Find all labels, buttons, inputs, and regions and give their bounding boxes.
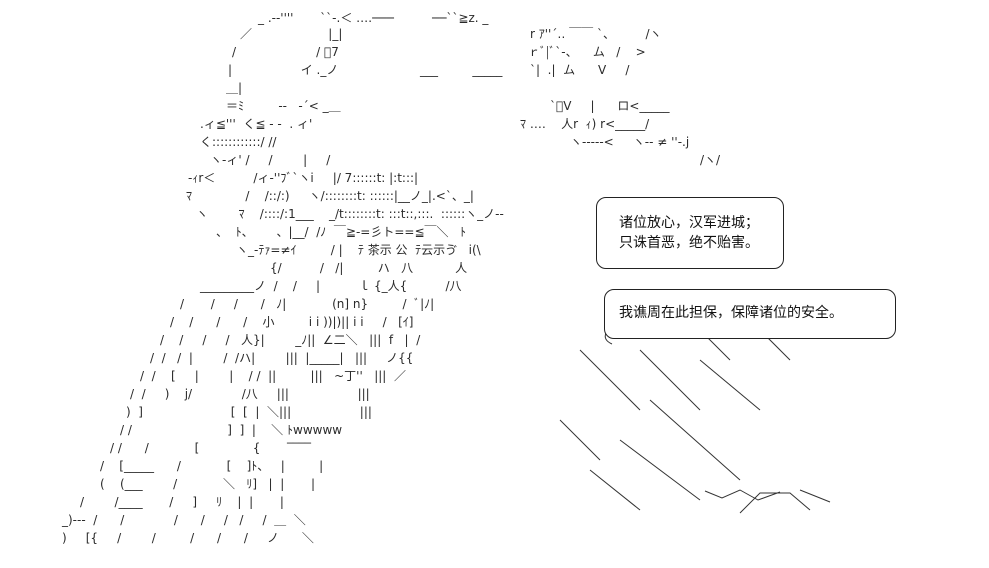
- ascii-art-line: / / ] ] | ＼ ﾄwwwww: [120, 423, 343, 437]
- ascii-art-line: ／ |_|: [240, 27, 343, 41]
- ascii-art-line: .ィ≦''' く≦ ‐ ‐ . ィ': [200, 117, 313, 131]
- ascii-art-line: / /____ / ] ﾘ | | |: [80, 495, 284, 509]
- ascii-art-line: ﾏ / /::/:) ヽ/::::::::t: ::::::|__ノ_|.<`、…: [186, 189, 474, 203]
- ascii-art-line: _)‐‐‐ / / / / / / / ＿ ＼: [62, 513, 306, 527]
- ascii-art-line: / / ) j/ /八 ||| |||: [130, 387, 370, 401]
- speech-bubble-2: 我谯周在此担保，保障诸位的安全。: [604, 289, 896, 339]
- ascii-art-line: く::::::::::::/ //: [200, 135, 277, 149]
- ascii-art-line: ヽ ﾏ /::::/:1___ _/t::::::::t: :::t::,:::…: [196, 207, 504, 221]
- speech-bubble-1: 诸位放心，汉军进城； 只诛首恶，绝不贻害。: [596, 197, 784, 269]
- ascii-art-line: _ .-‐'''' ``‐.＜ ‥‥─── ──``≧z. _: [258, 11, 489, 25]
- ascii-art-line: ﾏ ‥‥ 人r ｨ) r<_____/: [520, 117, 650, 131]
- ascii-art-line: / [_____ / [ ]ﾄ、 | |: [100, 459, 324, 473]
- ascii-art-line: _________ノ / / | ｌ {_人{ /八: [200, 279, 462, 293]
- ascii-art-line: / / / [ { ‾‾‾‾: [110, 441, 312, 455]
- ascii-art-line: ヽ-ィ' / / | /: [210, 153, 331, 167]
- ascii-art-line: 、 ﾄ、 、|__/ /ﾉ ￣≧‐=彡ト==≦￣＼ ﾄ: [216, 225, 466, 239]
- ascii-art-line: ) [{ / / / / / ノ ＼: [62, 531, 314, 545]
- ascii-art-line: ___ _____: [420, 63, 503, 77]
- ascii-art-line: | イ ._ノ: [228, 63, 339, 77]
- ascii-art-line: / / ﾞ7: [232, 45, 339, 59]
- ascii-art-line: / / / / 人}| _ﾉ|| ∠二＼ ||| f | /: [160, 333, 421, 347]
- ascii-art-line: ( (___ / ＼ ﾘ] | | |: [100, 477, 315, 491]
- ascii-art-line: / / / / ﾉ| (n] n} / ﾞ|ﾉ|: [180, 297, 435, 311]
- ascii-art-line: / / / / 小 i i ))|)|| i i / [ｲ]: [170, 315, 414, 329]
- ascii-art-line: ＿|: [226, 81, 243, 95]
- ascii-art-line: ヽ_‐ﾃｧ=≠ｲ / | ﾃ 茶示 公 ﾃ云示ゔ i(\: [236, 243, 481, 257]
- ascii-art-line: ヽ‐‐‐‐‐< ヽ‐‐ ≠ ''‐.j: [570, 135, 690, 149]
- speech-bubble-1-line-2: 只诛首恶，绝不贻害。: [619, 235, 759, 251]
- ascii-art-line: ＝ﾐ ‐‐ ‐´< _＿: [226, 99, 341, 113]
- ascii-art-line: ‐ｨr＜ /ィ‐''ﾌﾞ`ヽi |/ 7::::::t: |:t:::|: [188, 171, 419, 185]
- ascii-art-line: `ﾞV | ロ<_____: [550, 99, 670, 113]
- ascii-art-line: / / [ | | / / || ||| ~丁'' ||| ／: [140, 369, 406, 383]
- ascii-art-line: /ヽ/: [700, 153, 721, 167]
- speech-bubble-2-line-1: 我谯周在此担保，保障诸位的安全。: [619, 305, 843, 321]
- ascii-art-line: {/ / /| ハ 八 人: [270, 261, 468, 275]
- ascii-art-line: r ｱ''´‥ ￣￣ `、 /ヽ: [530, 27, 662, 41]
- ascii-art-line: ｒﾞ|ﾞ`‐、 ム / >: [528, 45, 646, 59]
- ascii-art-line: ) ] [ [ | ＼||| |||: [126, 405, 372, 419]
- speech-bubble-1-line-1: 诸位放心，汉军进城；: [619, 215, 759, 231]
- ascii-art-line: / / / | / /ハ| ||| |_____| ||| ノ{{: [150, 351, 414, 365]
- ascii-art-line: `| .| ム V /: [530, 63, 630, 77]
